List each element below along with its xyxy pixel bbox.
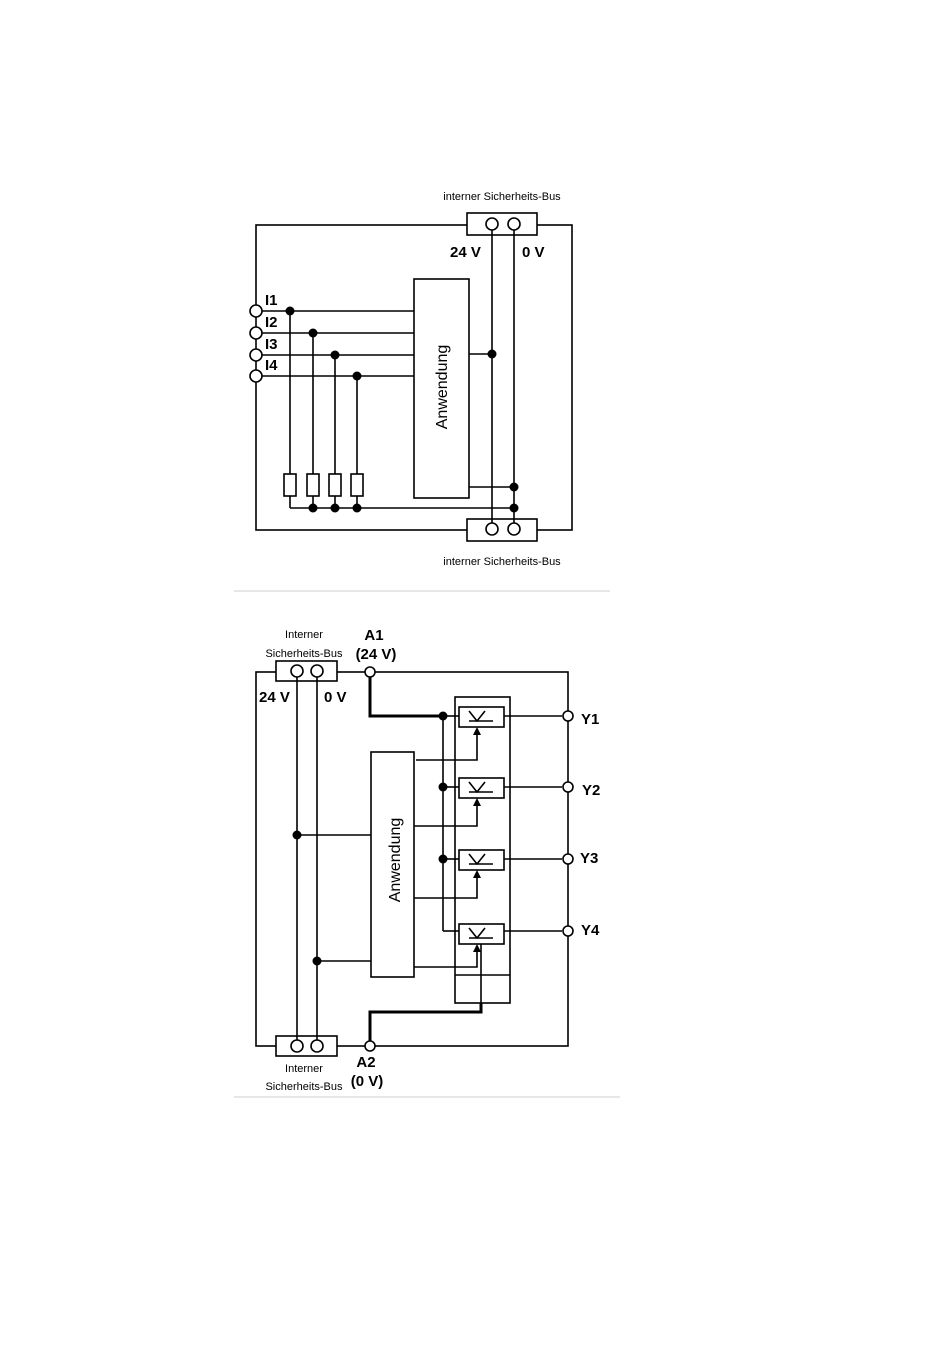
input-terminal-i1 [250,305,262,317]
bus-terminal-24v-top [291,665,303,677]
output-driver-1 [459,707,504,727]
bus-label-bottom-line2: Sicherheits-Bus [265,1081,343,1093]
junction-dot [309,504,318,513]
output-driver-3 [459,850,504,870]
input-label-i2: I2 [265,314,278,331]
junction-dot [488,350,497,359]
output-label-y1: Y1 [581,711,599,728]
output-label-y3: Y3 [580,850,598,867]
bus-terminal-24v-bottom [291,1040,303,1052]
a2-return-wire [370,1003,481,1041]
bus-terminal-24v-bottom [486,523,498,535]
output-terminal-y1 [563,711,573,721]
bus-label-top: interner Sicherheits-Bus [443,191,561,203]
junction-dot [286,307,295,316]
arrow-icon [473,798,481,806]
bus-connector-bottom [467,519,537,541]
arrow-icon [473,727,481,735]
bus-terminal-0v-top [508,218,520,230]
bus-terminal-0v-bottom [508,523,520,535]
output-terminal-y3 [563,854,573,864]
label-a1-value: (24 V) [356,646,397,663]
junction-dot [331,351,340,360]
input-label-i4: I4 [265,357,278,374]
output-module-diagram: Interner Sicherheits-Bus Interner Sicher… [234,627,620,1097]
bus-label-top-line1: Interner [285,629,323,641]
bus-label-top-line2: Sicherheits-Bus [265,648,343,660]
junction-dot [510,504,519,513]
junction-dot [353,504,362,513]
junction-dot [353,372,362,381]
input-terminal-i4 [250,370,262,382]
label-24v: 24 V [259,689,290,706]
bus-terminal-0v-bottom [311,1040,323,1052]
bus-terminal-0v-top [311,665,323,677]
application-label: Anwendung [434,345,451,430]
output-label-y4: Y4 [581,922,600,939]
label-a1: A1 [364,627,383,644]
label-a2: A2 [356,1054,375,1071]
application-label: Anwendung [387,818,404,903]
label-a2-value: (0 V) [351,1073,384,1090]
label-0v: 0 V [324,689,347,706]
output-terminal-y2 [563,782,573,792]
output-driver-2 [459,778,504,798]
output-terminal-y4 [563,926,573,936]
bus-connector-bottom [276,1036,337,1056]
label-24v: 24 V [450,244,481,261]
bus-terminal-24v-top [486,218,498,230]
output-label-y2: Y2 [582,782,600,799]
input-label-i1: I1 [265,292,278,309]
label-0v: 0 V [522,244,545,261]
output-channel-y4: Y4 [414,922,600,967]
resistor-2 [307,474,319,496]
arrow-icon [473,944,481,952]
resistor-4 [351,474,363,496]
bus-connector-top [467,213,537,235]
arrow-icon [473,870,481,878]
terminal-a2 [365,1041,375,1051]
resistor-1 [284,474,296,496]
junction-dot [331,504,340,513]
resistor-3 [329,474,341,496]
bus-label-bottom-line1: Interner [285,1063,323,1075]
junction-dot [510,483,519,492]
input-label-i3: I3 [265,336,278,353]
terminal-a1 [365,667,375,677]
output-driver-4 [459,924,504,944]
junction-dot [293,831,302,840]
bus-label-bottom: interner Sicherheits-Bus [443,556,561,568]
bus-connector-top [276,661,337,681]
input-module-diagram: interner Sicherheits-Bus interner Sicher… [234,191,610,591]
input-terminal-i3 [250,349,262,361]
a1-feed-wire [370,677,443,716]
junction-dot [309,329,318,338]
junction-dot [313,957,322,966]
input-terminal-i2 [250,327,262,339]
